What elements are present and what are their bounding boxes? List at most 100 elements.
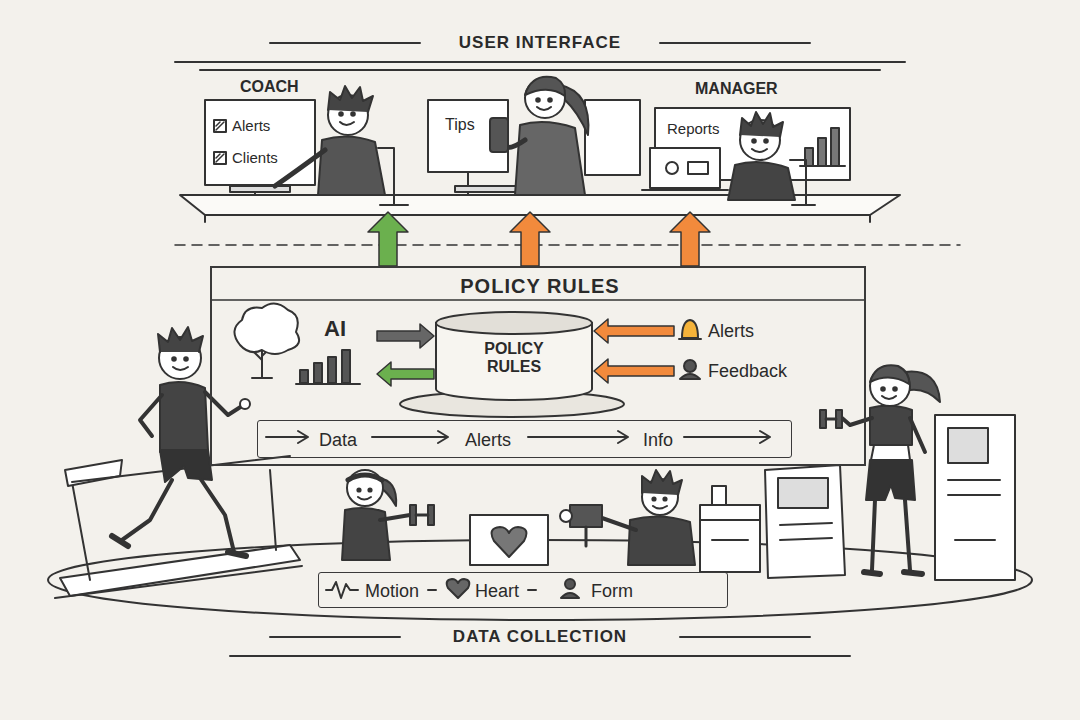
manager-station [642, 189, 728, 191]
manager-station [642, 108, 850, 205]
flow-arrow [377, 362, 434, 386]
coach-station [275, 150, 325, 186]
dumbbell-woman [380, 515, 410, 520]
flow-arrows [684, 431, 770, 443]
heart-monitor [492, 527, 527, 557]
layer-heading: DATA COLLECTION [453, 627, 627, 647]
manager-station [688, 162, 708, 174]
coach-station [328, 86, 373, 112]
standing-woman [881, 387, 885, 391]
dumbbell-woman [357, 488, 360, 491]
gym-machines [765, 465, 845, 578]
gym-machines [778, 478, 828, 508]
sensor-icons [447, 579, 470, 598]
treadmill-runner [158, 327, 203, 352]
manager-station [728, 162, 795, 200]
flow-arrow [377, 324, 434, 348]
interface-band: USER INTERFACE COACHAlertsClientsTipsMANA… [175, 28, 905, 223]
input-label: Feedback [708, 361, 787, 382]
standing-woman [820, 365, 940, 574]
dumbbell-woman [347, 470, 383, 506]
client-station: Tips [420, 72, 635, 212]
flow-step: Info [643, 430, 673, 451]
coach-station [339, 112, 343, 116]
sensor-icons [561, 593, 579, 598]
alert-bell [679, 338, 701, 340]
layer-heading: POLICY RULES [460, 275, 619, 298]
manager-station [752, 149, 767, 152]
dumbbell-woman [368, 488, 371, 491]
coach-station [214, 152, 226, 164]
treadmill-runner [160, 382, 208, 452]
treadmill-runner [160, 450, 212, 482]
standing-woman [870, 405, 912, 445]
standing-woman [910, 418, 925, 452]
screen-item: Reports [667, 120, 720, 137]
treadmill-runner [55, 566, 302, 598]
sensor-label: Heart [475, 581, 519, 602]
ai-icon [314, 363, 322, 383]
coach-station [216, 122, 224, 130]
camera-man [560, 470, 695, 565]
standing-woman [893, 387, 897, 391]
ai-icon [252, 377, 272, 379]
treadmill-runner [172, 357, 176, 361]
treadmill-runner [112, 536, 128, 546]
camera-man [628, 516, 695, 565]
sensor-label: Form [591, 581, 633, 602]
sensor-strip: MotionHeartForm [318, 572, 728, 608]
standing-woman [882, 396, 896, 399]
feedback-icon [680, 360, 700, 379]
camera-man [602, 518, 636, 530]
policy-heading-rule [212, 299, 864, 301]
treadmill-runner [140, 395, 162, 436]
coach-station [230, 186, 290, 192]
coach-station [318, 136, 385, 195]
tips-station [428, 77, 640, 195]
ai-label: AI [324, 316, 346, 341]
feedback-icon [684, 360, 696, 372]
treadmill-runner [72, 470, 276, 580]
standing-woman [870, 366, 910, 406]
treadmill-runner [173, 367, 188, 370]
sensor-icons [565, 579, 575, 589]
tips-station [525, 77, 565, 96]
feedback-icon [680, 374, 700, 379]
policy-heading-rule [212, 299, 864, 301]
coach-station [351, 112, 355, 116]
ai-node: AI [232, 310, 377, 395]
tips-station [537, 107, 551, 110]
sensor-icons [326, 582, 358, 598]
ai-icon [234, 303, 360, 384]
manager-station: MANAGERReports [640, 72, 880, 212]
standing-woman [826, 418, 836, 421]
cylinder-label: POLICY RULES [462, 340, 566, 377]
role-label: COACH [240, 78, 299, 96]
layer-heading: USER INTERFACE [459, 33, 621, 53]
dumbbell-woman [358, 497, 371, 500]
manager-station [752, 139, 756, 143]
tips-station [548, 98, 552, 102]
tips-station [428, 100, 508, 172]
cylinder-top [436, 312, 592, 334]
coach-station [205, 86, 408, 205]
standing-woman [870, 365, 909, 384]
flow-step: Alerts [465, 430, 511, 451]
coach-station [216, 154, 224, 162]
ai-icon [342, 350, 350, 383]
policy-cylinder: POLICY RULES [434, 310, 594, 402]
coach-station: COACHAlertsClients [200, 72, 410, 212]
coach-station [378, 148, 408, 205]
flow-arrow [368, 212, 408, 266]
dumbbell-woman [342, 470, 434, 560]
standing-woman [871, 445, 910, 460]
tips-station [515, 122, 585, 195]
gym-machines [700, 520, 760, 540]
flow-arrows [266, 431, 308, 443]
manager-station [764, 139, 768, 143]
alert-bell [682, 320, 698, 338]
dumbbell-woman [348, 475, 382, 480]
treadmill-runner [228, 552, 246, 556]
flow-arrow [594, 359, 674, 383]
sensor-icons [326, 579, 579, 598]
